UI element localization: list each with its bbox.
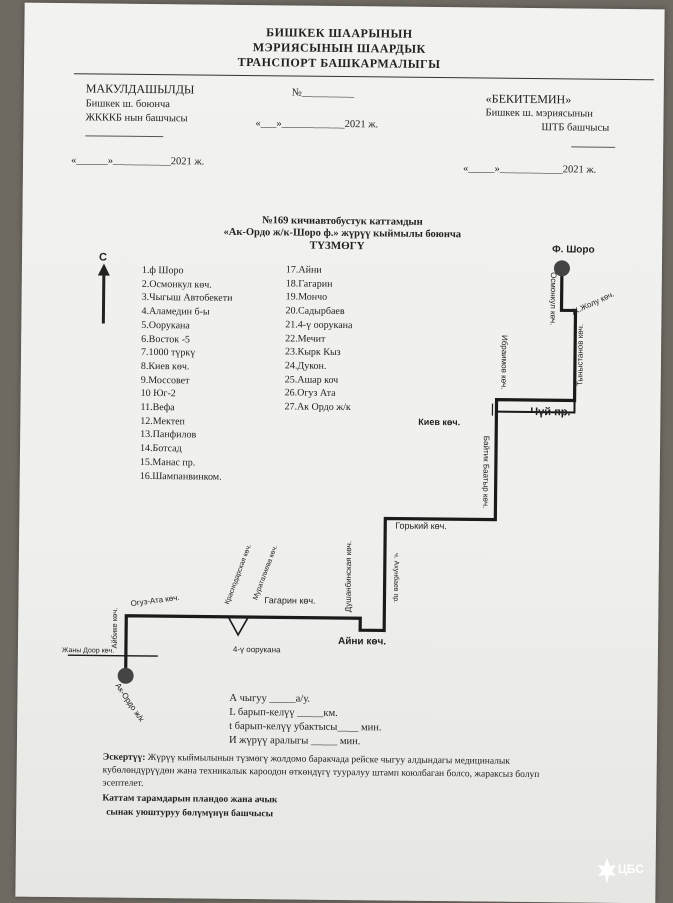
map-aini-label: Айни көч.	[338, 636, 386, 648]
zhany-door-street	[68, 655, 158, 656]
note-line1: Эскертүү: Жүрүү кыймылынын түзмөгү жолдо…	[103, 753, 510, 767]
note-line3: эсептелет.	[102, 779, 143, 789]
param-distance: L барып-келүү _____км.	[229, 707, 338, 719]
map-tynystanov-label: Тыныстанов көч.	[575, 324, 585, 386]
map-dushanbinskaya-label: Душанбинская көч.	[344, 541, 354, 612]
map-osmonkul-label: Осмонкул көч.	[548, 272, 558, 325]
map-kiev-label: Киев көч.	[418, 417, 460, 427]
document-page: БИШКЕК ШААРЫНЫН МЭРИЯСЫНЫН ШААРДЫК ТРАНС…	[15, 3, 664, 903]
hospital-detour	[228, 617, 248, 635]
map-gorkiy-label: Горький көч.	[395, 521, 447, 532]
map-zhany-door-label: Жаны Доор көч.	[62, 647, 114, 655]
map-gagarin-label: Гагарин көч.	[264, 595, 315, 606]
footer-line1: Каттам тарамдарын пландоо жана ачык	[102, 794, 277, 806]
map-akhunbaev-label: ч. Ахунбаев пр.	[392, 553, 400, 603]
param-interval: И жүрүү аралыгы _____ мин.	[229, 735, 361, 747]
note-label: Эскертүү:	[103, 753, 146, 763]
map-hospital-label: 4-ү оорукана	[233, 645, 281, 654]
map-ibraimov-label: Ибраимов көч.	[499, 335, 509, 390]
map-aybike-label: Айбике көч.	[110, 608, 119, 649]
map-baytik-label: Байтик Баатыр көч.	[481, 436, 491, 509]
footer-line2: сынак уюштуруу бөлүмүнүн башчысы	[106, 808, 273, 820]
map-chui-label: Чүй пр.	[530, 406, 570, 418]
param-departures: А чыгуу _____а/у.	[229, 693, 310, 705]
route-line	[126, 266, 576, 679]
logo-text: ЦБС	[618, 862, 644, 876]
watermark-logo: ЦБС	[596, 854, 652, 888]
note-line2: кубөлөндүрүүдөн жана техникалык кароодон…	[103, 766, 540, 781]
param-roundtrip-time: t барып-келүү убактысы____ мин.	[229, 721, 382, 734]
map-start-label: Ф. Шоро	[552, 244, 595, 255]
leaf-icon	[596, 856, 618, 886]
